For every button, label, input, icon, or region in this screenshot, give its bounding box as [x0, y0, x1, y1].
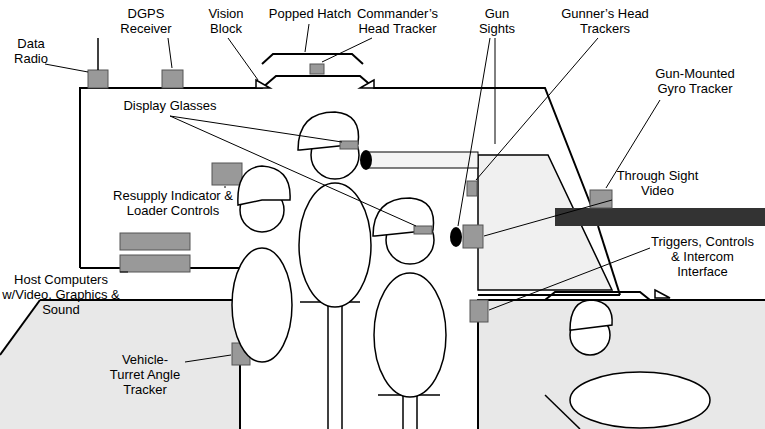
- dgps-label: DGPS Receiver: [115, 6, 177, 36]
- sight-video-label: Through Sight Video: [610, 168, 705, 198]
- host-computers-label: Host Computers w/Video, Graphics & Sound: [2, 272, 120, 317]
- radio-label: Data Radio: [8, 36, 54, 66]
- vision-block-label: Vision Block: [198, 6, 254, 36]
- gun-sights-label: Gun Sights: [475, 6, 519, 36]
- gyro-label: Gun-Mounted Gyro Tracker: [645, 66, 745, 96]
- resupply-label: Resupply Indicator & Loader Controls: [108, 188, 238, 218]
- triggers-label: Triggers, Controls & Intercom Interface: [645, 234, 760, 279]
- glasses-label: Display Glasses: [110, 98, 230, 113]
- angle-tracker-label: Vehicle-Turret Angle Tracker: [105, 352, 185, 397]
- head-tracker-label: Commander’s Head Tracker: [345, 6, 450, 36]
- gunner-tracker-label: Gunner’s Head Trackers: [555, 6, 655, 36]
- hatch-label: Popped Hatch: [250, 6, 370, 21]
